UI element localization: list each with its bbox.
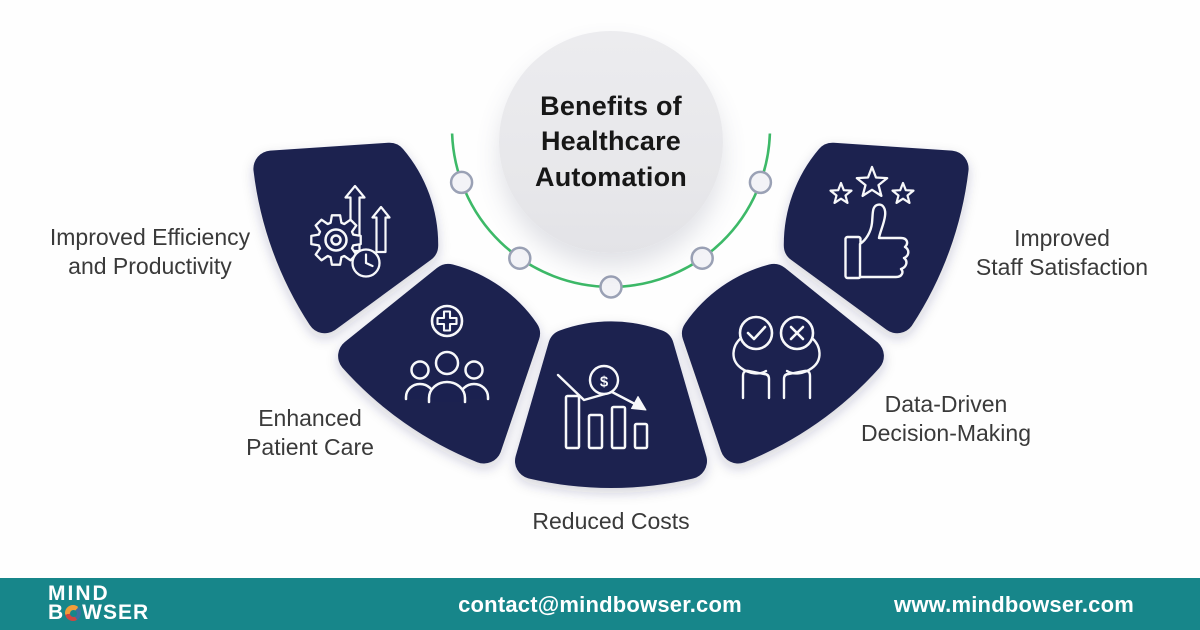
footer-bar: MIND B WSER contact@mindbowser.com www.mi…	[0, 578, 1200, 630]
mindbowser-swirl-icon	[65, 605, 82, 621]
benefit-label-efficiency: Improved Efficiency and Productivity	[10, 223, 290, 282]
diagram-title: Benefits of Healthcare Automation	[535, 89, 687, 196]
title-line: Benefits of	[540, 90, 682, 121]
benefit-segment-reduced-costs	[515, 321, 707, 488]
swirl-hole	[69, 609, 77, 617]
central-circle: Benefits of Healthcare Automation	[499, 31, 723, 253]
mindbowser-logo: MIND B WSER	[48, 582, 150, 624]
label-line: and Productivity	[68, 253, 232, 280]
contact-email[interactable]: contact@mindbowser.com	[458, 592, 742, 617]
label-line: Reduced Costs	[532, 508, 690, 534]
thumbs-up-stars-icon	[829, 165, 915, 280]
arc-node	[599, 275, 623, 299]
logo-letter: B	[48, 601, 65, 624]
label-line: Improved	[1014, 225, 1110, 251]
arc-node	[449, 170, 474, 195]
dollar-symbol: $	[600, 374, 609, 391]
declining-cost-chart-icon: $	[556, 364, 649, 450]
hands-check-cross-icon	[732, 315, 821, 400]
label-line: Improved Efficiency	[49, 224, 251, 250]
label-line: Data-Driven	[884, 391, 1008, 417]
title-line: Healthcare	[540, 126, 682, 157]
arc-node	[508, 246, 532, 270]
arc-node	[748, 170, 773, 195]
logo-letters: WSER	[82, 601, 150, 624]
logo-line-2: B WSER	[48, 601, 150, 624]
logo-line-1: MIND	[48, 582, 110, 605]
arc-node	[690, 246, 714, 270]
label-line: Patient Care	[246, 434, 374, 461]
label-line: Staff Satisfaction	[975, 254, 1149, 281]
gear-growth-clock-icon	[310, 184, 391, 278]
benefit-label-patient-care: Enhanced Patient Care	[190, 404, 430, 463]
benefit-segment-data-driven	[682, 263, 884, 464]
benefit-label-reduced-costs: Reduced Costs	[481, 507, 741, 536]
title-line: Automation	[535, 161, 687, 192]
website-url[interactable]: www.mindbowser.com	[894, 592, 1134, 617]
benefit-label-staff-satisfaction: Improved Staff Satisfaction	[932, 224, 1192, 283]
benefit-label-data-driven: Data-Driven Decision-Making	[816, 390, 1076, 449]
label-line: Enhanced	[258, 405, 362, 431]
label-line: Decision-Making	[860, 420, 1031, 447]
patients-medical-group-icon	[404, 304, 490, 404]
